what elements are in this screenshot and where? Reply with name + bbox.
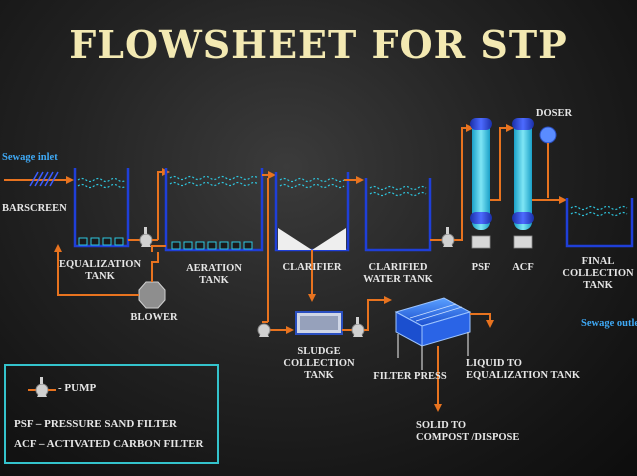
sludge-collection-tank-label: SLUDGE COLLECTION TANK (283, 346, 355, 381)
psf-label: PSF (471, 262, 491, 273)
equalization-tank-label: EQUALIZATION TANK (58, 259, 142, 282)
psf-to-acf-pipe (490, 124, 514, 201)
acf-label: ACF (512, 262, 534, 273)
pump-icon (28, 377, 56, 397)
doser-icon (539, 126, 557, 198)
pump-icon (257, 323, 271, 337)
air-header-line (151, 245, 166, 252)
acf-column (512, 118, 534, 249)
sludge-collection-tank (295, 311, 343, 335)
barscreen-label: BARSCREEN (2, 203, 67, 214)
legend-pump: - PUMP (58, 382, 97, 394)
barscreen-icon (29, 171, 59, 187)
air-line (54, 244, 159, 296)
blower-label: BLOWER (130, 312, 178, 323)
doser-label: DOSER (535, 108, 573, 119)
filter-press-label: FILTER PRESS (373, 371, 447, 382)
clarified-water-tank-label: CLARIFIED WATER TANK (363, 262, 433, 285)
final-collection-tank (565, 198, 634, 248)
blower-icon (138, 281, 166, 309)
pump-icon (342, 296, 392, 337)
equalization-tank (73, 168, 130, 248)
page-title: FLOWSHEET FOR STP (69, 22, 568, 67)
clarified-water-tank (364, 178, 432, 252)
solid-to-compost-label: SOLID TO COMPOST /DISPOSE (416, 420, 520, 443)
liquid-outlet-pipe (470, 313, 494, 328)
legend-box: - PUMP PSF – PRESSURE SAND FILTER ACF – … (4, 364, 219, 464)
pump-icon (430, 124, 474, 247)
pump-icon (128, 168, 170, 247)
sewage-inlet-label: Sewage inlet (2, 152, 58, 163)
aeration-tank-label: AERATION TANK (186, 263, 242, 286)
clarifier-tank (274, 172, 350, 252)
legend-acf: ACF – ACTIVATED CARBON FILTER (14, 438, 204, 450)
sewage-outlet-label: Sewage outlet (581, 318, 637, 329)
liquid-to-equalization-label: LIQUID TO EQUALIZATION TANK (466, 358, 581, 381)
filter-press-icon (394, 297, 472, 370)
psf-column (470, 118, 492, 249)
sludge-line (262, 178, 316, 334)
legend-psf: PSF – PRESSURE SAND FILTER (14, 418, 178, 430)
final-collection-tank-label: FINAL COLLECTION TANK (562, 256, 634, 291)
clarifier-label: CLARIFIER (282, 262, 342, 273)
aeration-tank (164, 168, 264, 252)
